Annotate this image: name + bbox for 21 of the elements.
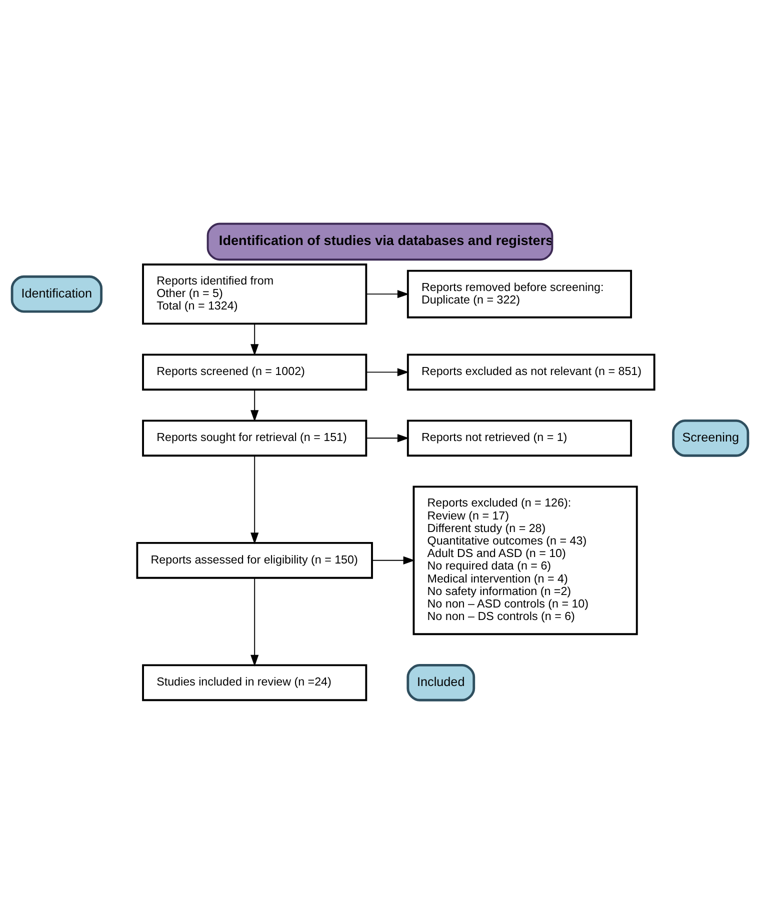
node-box: Reports assessed for eligibility (n = 150) bbox=[136, 541, 373, 578]
arrow bbox=[250, 389, 259, 422]
diagram-title: Identification of studies via databases and registers bbox=[218, 232, 554, 248]
node-box: Screening bbox=[672, 418, 750, 456]
node-box: Reports excluded (n = 126): Review (n = 17) Different study (n = 28) Quantitative outcomes (n = 43) Adult DS and ASD (n = 10) No required data (n = 6) Medical intervention (n = 4) No safety information (n =2) No non – ASD controls (n = 10) No non – DS controls (n = 6) bbox=[412, 485, 638, 635]
arrow bbox=[250, 454, 259, 544]
node-box: Reports not retrieved (n = 1) bbox=[406, 419, 632, 456]
node-box: Reports excluded as not relevant (n = 851) bbox=[406, 353, 656, 390]
arrow bbox=[366, 434, 410, 442]
node-box: Reports identified from Other (n = 5) Total (n = 1324) bbox=[142, 263, 368, 324]
node-box: Reports screened (n = 1002) bbox=[142, 353, 368, 390]
node-box: Reports removed before screening: Duplicate (n = 322) bbox=[406, 269, 632, 318]
arrow bbox=[250, 577, 259, 666]
arrow bbox=[366, 290, 410, 298]
arrow bbox=[250, 322, 259, 356]
node-box: Identification bbox=[10, 274, 103, 312]
node-box: Studies included in review (n =24) bbox=[142, 664, 368, 701]
arrow bbox=[366, 368, 410, 376]
arrow bbox=[372, 556, 415, 564]
node-box: Included bbox=[406, 663, 476, 701]
node-box: Reports sought for retrieval (n = 151) bbox=[142, 419, 368, 456]
